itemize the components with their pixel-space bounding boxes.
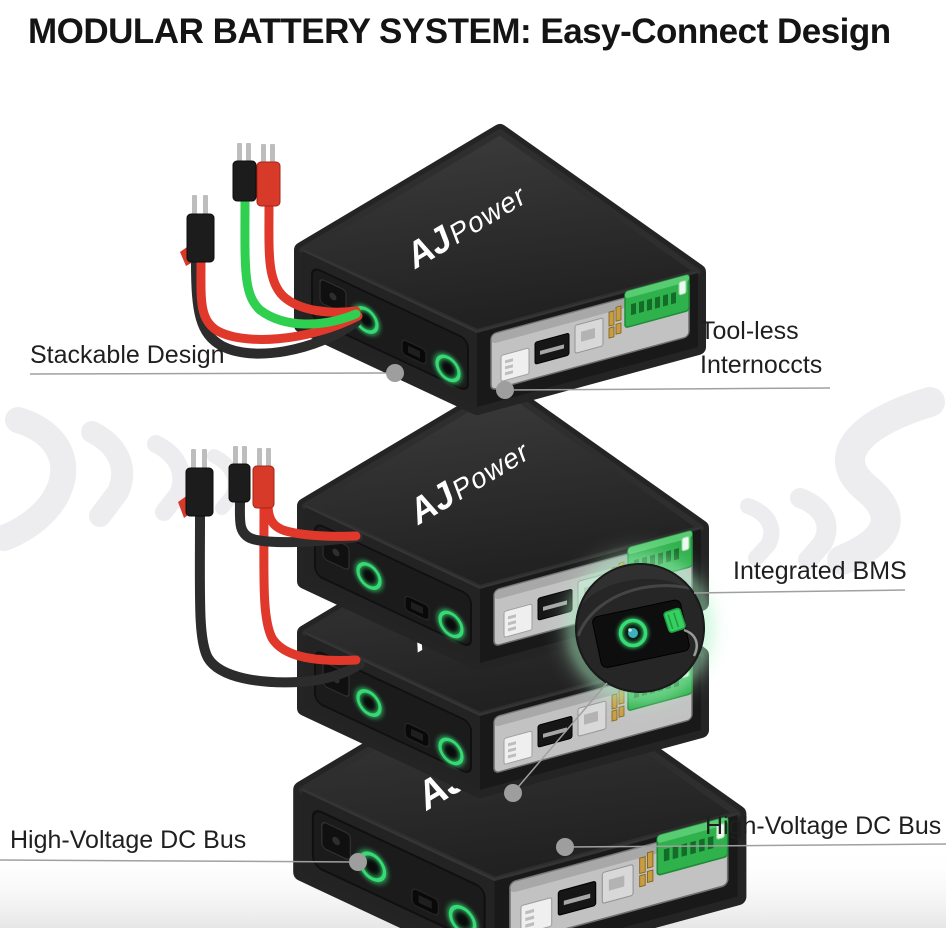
label-stackable-design: Stackable Design [30,341,225,369]
label-toolless-interconnects: Tool-less Internoccts [700,314,822,382]
leader-hv-right [564,843,946,848]
battery-module-1 [302,132,698,407]
leader-lines [0,372,946,863]
leader-toolless [504,387,831,391]
leader-bms-source [512,682,608,794]
page-title: MODULAR BATTERY SYSTEM: Easy-Connect Des… [28,12,891,51]
dot-hv-left [349,853,367,871]
cable-bundle-top [180,143,363,359]
leader-stackable [29,372,396,375]
bms-callout [562,550,718,706]
leader-bms [693,589,906,594]
leader-hv-left [0,859,359,863]
label-toolless-line2: Internoccts [700,351,823,379]
background-swooshes [0,387,945,575]
label-hv-dc-bus-right: High-Voltage DC Bus [705,812,942,840]
label-hv-dc-bus-left: High-Voltage DC Bus [10,826,247,854]
label-toolless-line1: Tool-less [700,317,799,345]
dot-toolless [496,381,514,399]
dot-bms [504,784,522,802]
dot-hv-right [556,838,574,856]
label-integrated-bms: Integrated BMS [733,557,907,585]
dot-stackable [386,364,404,382]
cable-bundle-middle [178,446,365,688]
annotation-dots [349,364,574,871]
